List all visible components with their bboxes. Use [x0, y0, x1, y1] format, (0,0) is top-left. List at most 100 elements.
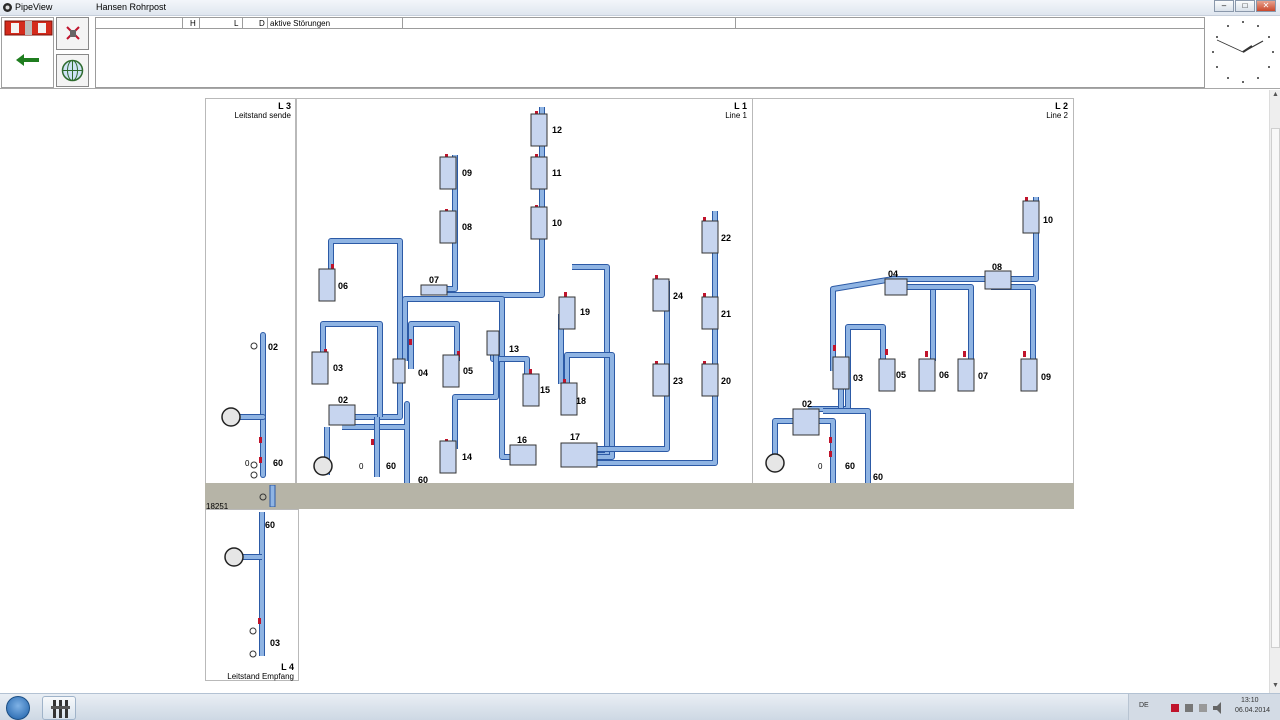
l1-pipe-diagram: 12 11 10 09 08 07 06 03 04 05 02 13 19 1… [311, 107, 731, 485]
station-label: 0 [818, 462, 823, 471]
station-unit[interactable] [560, 382, 578, 416]
station-label: 09 [462, 168, 472, 178]
blower-icon[interactable] [224, 547, 244, 567]
app-name: PipeView [15, 2, 53, 12]
network-button[interactable] [56, 54, 89, 87]
alert-icon[interactable] [1171, 704, 1179, 712]
station-unit[interactable] [318, 268, 336, 302]
tray-time[interactable]: 13:10 [1241, 697, 1259, 704]
tray-language[interactable]: DE [1139, 702, 1149, 709]
station-label: 18 [576, 396, 586, 406]
station-unit[interactable] [878, 358, 896, 392]
fault-marker [885, 349, 888, 355]
station-unit[interactable] [530, 156, 548, 190]
station-unit[interactable] [701, 220, 719, 254]
station-unit[interactable] [984, 270, 1012, 290]
scroll-down-icon[interactable]: ▼ [1272, 682, 1279, 689]
fault-marker [703, 293, 706, 299]
station-unit[interactable] [1020, 358, 1038, 392]
start-button[interactable] [6, 696, 30, 720]
pipe-segment [453, 339, 498, 449]
station-icon[interactable] [249, 650, 257, 658]
minimize-button[interactable]: – [1214, 0, 1234, 12]
station-unit[interactable] [486, 330, 500, 356]
toolbar: H L D aktive Störungen [0, 16, 1280, 89]
column-h[interactable]: H [190, 19, 196, 28]
fault-list-header: H L D aktive Störungen [95, 17, 1205, 29]
station-unit[interactable] [392, 358, 406, 384]
station-unit[interactable] [328, 404, 356, 426]
close-button[interactable]: ✕ [1256, 0, 1276, 12]
blower-icon[interactable] [221, 407, 241, 427]
fault-marker [703, 217, 706, 223]
system-tray: DE 13:10 06.04.2014 [1128, 694, 1280, 720]
station-unit[interactable] [560, 442, 598, 468]
station-unit[interactable] [439, 156, 457, 190]
scroll-up-icon[interactable]: ▲ [1272, 91, 1279, 98]
station-unit[interactable] [918, 358, 936, 392]
station-label: 03 [333, 363, 343, 373]
pipe-segment [898, 285, 935, 361]
station-unit[interactable] [442, 354, 460, 388]
station-unit[interactable] [884, 278, 908, 296]
station-unit[interactable] [652, 363, 670, 397]
station-unit[interactable] [439, 440, 457, 474]
taskbar-pipeview[interactable] [42, 696, 76, 720]
scroll-thumb[interactable] [1271, 128, 1280, 648]
station-unit[interactable] [530, 113, 548, 147]
station-icon[interactable] [257, 485, 277, 507]
panel-l2-title: L 2 [1055, 101, 1068, 111]
blower-icon[interactable] [765, 453, 785, 473]
station-unit[interactable] [1022, 200, 1040, 234]
tray-date[interactable]: 06.04.2014 [1235, 707, 1271, 714]
analog-clock [1212, 21, 1274, 83]
pipe-segment [572, 265, 609, 457]
column-l[interactable]: L [234, 19, 239, 28]
station-unit[interactable] [530, 206, 548, 240]
panel-l2: L 2 Line 2 10 04 08 03 05 [752, 98, 1074, 484]
station-label: 02 [802, 399, 812, 409]
station-unit[interactable] [522, 373, 540, 407]
station-label: 09 [1041, 372, 1051, 382]
station-unit[interactable] [832, 356, 850, 390]
station-unit[interactable] [957, 358, 975, 392]
station-unit[interactable] [509, 444, 537, 466]
station-unit[interactable] [792, 408, 820, 436]
station-label: 04 [888, 269, 898, 279]
fault-marker [963, 351, 966, 357]
station-label: 06 [939, 370, 949, 380]
pipe-segment [447, 107, 544, 297]
panel-l1-title: L 1 [734, 101, 747, 111]
column-d[interactable]: D [259, 19, 265, 28]
battery-icon[interactable] [1199, 704, 1207, 712]
pipe-segment [898, 285, 973, 361]
station-icon[interactable] [250, 471, 258, 479]
volume-icon[interactable] [1213, 702, 1221, 714]
fault-list[interactable] [95, 29, 1205, 88]
pipeview-app-icon [51, 700, 70, 718]
stations-icon[interactable] [4, 19, 53, 37]
network-icon[interactable] [1185, 704, 1193, 712]
station-icon[interactable] [250, 342, 258, 350]
cancel-fault-button[interactable] [56, 17, 89, 50]
station-label: 60 [386, 461, 396, 471]
arrow-left-icon[interactable] [15, 53, 41, 67]
station-unit[interactable] [652, 278, 670, 312]
station-unit[interactable] [420, 284, 448, 296]
station-unit[interactable] [558, 296, 576, 330]
blower-icon[interactable] [313, 456, 333, 476]
station-unit[interactable] [311, 351, 329, 385]
fault-marker [457, 351, 460, 357]
pipe-segment [321, 322, 382, 417]
vertical-scrollbar[interactable]: ▲ ▼ [1269, 90, 1280, 693]
column-active-faults[interactable]: aktive Störungen [270, 19, 331, 28]
toolbar-mid-group [56, 17, 92, 88]
station-icon[interactable] [249, 627, 257, 635]
station-icon[interactable] [250, 461, 258, 469]
station-unit[interactable] [701, 296, 719, 330]
station-unit[interactable] [439, 210, 457, 244]
toolbar-left-group [1, 17, 54, 88]
station-label: 03 [853, 373, 863, 383]
station-unit[interactable] [701, 363, 719, 397]
maximize-button[interactable]: □ [1235, 0, 1255, 12]
